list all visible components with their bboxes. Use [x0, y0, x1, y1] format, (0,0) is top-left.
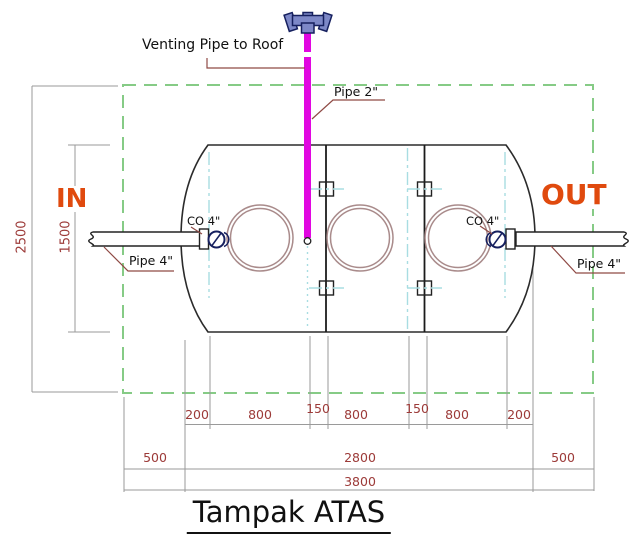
- dim-span-right: 500: [551, 450, 575, 465]
- manhole-circle-1: [226, 204, 294, 272]
- tank-outline: [180, 144, 536, 333]
- flow-in-label: IN: [55, 184, 89, 214]
- cleanout-right-label: CO 4": [466, 214, 500, 228]
- boundary-dashed-rect: [122, 84, 594, 394]
- dimension-bottom: [123, 246, 595, 492]
- dim-segment-5: 150: [405, 401, 429, 416]
- cleanout-left-label: CO 4": [187, 214, 221, 228]
- dim-span-left: 500: [143, 450, 167, 465]
- dim-segment-7: 200: [507, 407, 531, 422]
- inlet-pipe: [88, 228, 230, 250]
- vent-pipe-end: [303, 237, 312, 245]
- vent-tee-fitting-icon: [283, 11, 333, 34]
- dim-total: 3800: [344, 474, 376, 489]
- dim-tank-height: 1500: [58, 220, 74, 254]
- dimension-left: [31, 85, 118, 393]
- vent-pipe: [303, 30, 312, 245]
- dim-span-middle: 2800: [344, 450, 376, 465]
- outlet-pipe: [485, 228, 629, 250]
- dim-overall-height: 2500: [14, 220, 30, 254]
- dim-segment-4: 800: [344, 407, 368, 422]
- centerlines: [208, 148, 506, 330]
- manhole-circles: [226, 204, 492, 272]
- dim-segment-2: 800: [248, 407, 272, 422]
- dim-segment-3: 150: [306, 401, 330, 416]
- drawing-title: Tampak ATAS: [186, 495, 392, 534]
- flow-out-label: OUT: [540, 178, 608, 211]
- vent-pipe-size-label: Pipe 2": [334, 84, 379, 99]
- venting-pipe-label: Venting Pipe to Roof: [142, 37, 284, 53]
- leader-lines: [103, 58, 625, 274]
- dim-segment-6: 800: [445, 407, 469, 422]
- dim-segment-1: 200: [185, 407, 209, 422]
- divider-fittings: [309, 181, 442, 296]
- outlet-pipe-label: Pipe 4": [577, 256, 622, 271]
- inlet-pipe-label: Pipe 4": [129, 253, 174, 268]
- manhole-circle-2: [326, 204, 394, 272]
